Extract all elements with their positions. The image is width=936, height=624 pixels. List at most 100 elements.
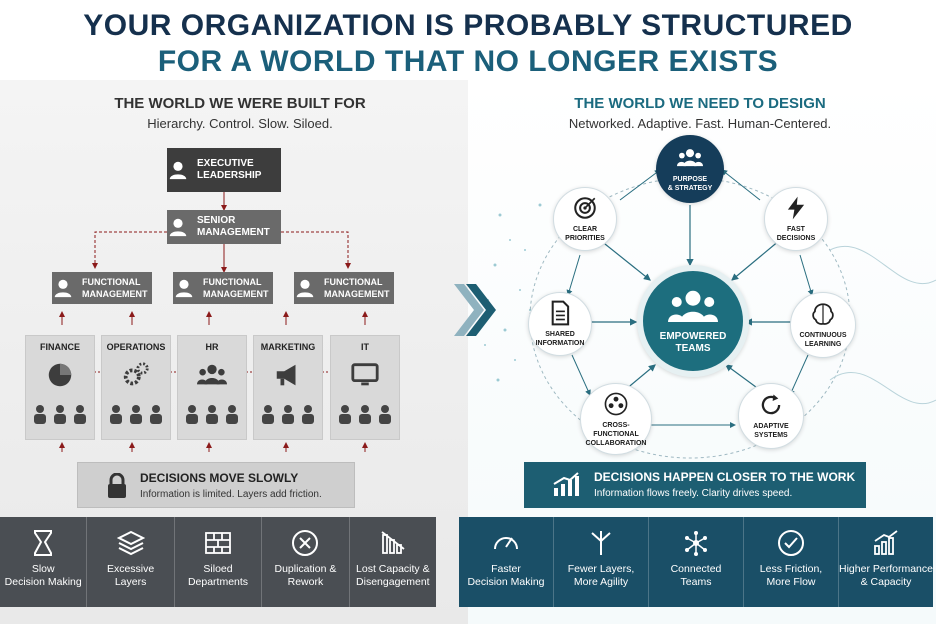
problem-item: Lost Capacity & Disengagement: [350, 517, 436, 607]
benefit-item: Less Friction, More Flow: [744, 517, 839, 607]
problem-item: Slow Decision Making: [0, 517, 88, 607]
speedometer-icon: [494, 537, 518, 550]
node-label: CROSS-FUNCTIONAL COLLABORATION: [585, 421, 647, 447]
person-icon: [175, 279, 193, 298]
senior-management-box: SENIOR MANAGEMENT: [167, 210, 281, 244]
problem-label: Lost Capacity & Disengagement: [356, 563, 430, 588]
right-heading: THE WORLD WE NEED TO DESIGN: [574, 95, 826, 112]
right-panel-header: THE WORLD WE NEED TO DESIGN Networked. A…: [480, 95, 920, 131]
team-icon: [254, 404, 322, 429]
growth-chart-icon: [874, 530, 898, 555]
left-subheading: Hierarchy. Control. Slow. Siloed.: [147, 116, 333, 131]
team-icon: [668, 290, 718, 322]
target-icon: [574, 197, 596, 219]
node-label: ADAPTIVE SYSTEMS: [753, 423, 789, 439]
functional-label: FUNCTIONAL MANAGEMENT: [324, 277, 390, 299]
benefits-strip: Faster Decision Making Fewer Layers, Mor…: [459, 517, 933, 607]
dept-label: OPERATIONS: [106, 342, 166, 352]
team-icon: [26, 404, 94, 429]
dept-label: MARKETING: [260, 342, 316, 352]
problem-item: Siloed Departments: [175, 517, 263, 607]
node-label: SHARED INFORMATION: [535, 331, 585, 347]
person-icon: [169, 161, 187, 180]
dept-label: HR: [205, 342, 219, 352]
left-panel-header: THE WORLD WE WERE BUILT FOR Hierarchy. C…: [20, 95, 460, 131]
network-icon: [685, 531, 707, 556]
executive-leadership-box: EXECUTIVE LEADERSHIP: [167, 148, 281, 192]
title-line-2: FOR A WORLD THAT NO LONGER EXISTS: [157, 45, 779, 78]
node-fast-decisions: FAST DECISIONS: [764, 187, 828, 251]
executive-label: EXECUTIVE LEADERSHIP: [197, 158, 262, 181]
pie-chart-icon: [48, 363, 72, 387]
dept-hr: HR: [177, 335, 247, 440]
page-title: YOUR ORGANIZATION IS PROBABLY STRUCTURED…: [0, 8, 936, 80]
dept-it: IT: [330, 335, 400, 440]
functional-label: FUNCTIONAL MANAGEMENT: [203, 277, 269, 299]
person-icon: [54, 279, 72, 298]
lock-icon: [108, 473, 126, 498]
lightning-icon: [787, 196, 805, 220]
person-icon: [169, 218, 187, 237]
node-label: CONTINUOUS LEARNING: [799, 332, 847, 348]
monitor-icon: [351, 363, 379, 386]
check-circle-icon: [778, 530, 804, 556]
node-adaptive-systems: ADAPTIVE SYSTEMS: [738, 383, 804, 449]
arrows-split-icon: [591, 531, 611, 555]
brick-wall-icon: [205, 532, 231, 554]
layers-icon: [116, 530, 145, 556]
node-clear-priorities: CLEAR PRIORITIES: [553, 187, 617, 251]
benefit-label: Fewer Layers, More Agility: [567, 563, 635, 588]
node-cross-functional-collaboration: CROSS-FUNCTIONAL COLLABORATION: [580, 383, 652, 455]
functional-management-box: FUNCTIONAL MANAGEMENT: [52, 272, 152, 304]
right-subheading: Networked. Adaptive. Fast. Human-Centere…: [568, 116, 832, 131]
problem-label: Duplication & Rework: [274, 563, 337, 588]
benefit-label: Less Friction, More Flow: [759, 563, 823, 588]
decisions-fast-callout: DECISIONS HAPPEN CLOSER TO THE WORK Info…: [524, 462, 866, 508]
node-label: CLEAR PRIORITIES: [565, 226, 605, 242]
problem-item: Excessive Layers: [87, 517, 175, 607]
callout-title: DECISIONS MOVE SLOWLY: [140, 471, 299, 485]
dept-label: FINANCE: [40, 342, 80, 352]
problems-strip: Slow Decision Making Excessive Layers Si…: [0, 517, 436, 607]
functional-label: FUNCTIONAL MANAGEMENT: [82, 277, 148, 299]
left-heading: THE WORLD WE WERE BUILT FOR: [114, 95, 366, 112]
problem-label: Slow Decision Making: [4, 563, 82, 588]
group-icon: [197, 364, 227, 385]
benefit-item: Connected Teams: [649, 517, 744, 607]
person-icon: [296, 279, 314, 298]
benefit-label: Higher Performance & Capacity: [839, 563, 933, 588]
collaboration-icon: [604, 392, 628, 415]
gears-icon: [123, 362, 149, 386]
benefit-item: Higher Performance & Capacity: [839, 517, 933, 607]
close-circle-icon: [292, 530, 319, 556]
decisions-slow-callout: DECISIONS MOVE SLOWLY Information is lim…: [77, 462, 355, 508]
dept-finance: FINANCE: [25, 335, 95, 440]
node-shared-information: SHARED INFORMATION: [528, 292, 592, 356]
callout-title: DECISIONS HAPPEN CLOSER TO THE WORK: [594, 470, 856, 484]
senior-label: SENIOR MANAGEMENT: [197, 215, 270, 238]
benefit-label: Connected Teams: [670, 563, 722, 588]
problem-label: Excessive Layers: [106, 563, 155, 588]
node-continuous-learning: CONTINUOUS LEARNING: [790, 292, 856, 358]
node-label: FAST DECISIONS: [776, 226, 816, 242]
hourglass-icon: [34, 530, 53, 556]
declining-chart-icon: [381, 531, 405, 554]
document-icon: [551, 300, 570, 326]
team-icon: [102, 404, 170, 429]
refresh-icon: [761, 394, 781, 415]
team-icon: [178, 404, 246, 429]
title-line-1: YOUR ORGANIZATION IS PROBABLY STRUCTURED: [83, 9, 853, 42]
brain-icon: [812, 303, 834, 325]
problem-item: Duplication & Rework: [262, 517, 350, 607]
dept-label: IT: [361, 342, 369, 352]
dept-operations: OPERATIONS: [101, 335, 171, 440]
node-purpose-strategy: PURPOSE & STRATEGY: [656, 135, 724, 203]
chevron-right-icon: [454, 284, 496, 336]
group-icon: [677, 149, 703, 167]
functional-management-box: FUNCTIONAL MANAGEMENT: [173, 272, 273, 304]
callout-text: Information is limited. Layers add frict…: [140, 489, 322, 500]
dept-marketing: MARKETING: [253, 335, 323, 440]
functional-management-box: FUNCTIONAL MANAGEMENT: [294, 272, 394, 304]
benefit-item: Fewer Layers, More Agility: [554, 517, 649, 607]
node-empowered-teams: EMPOWERED TEAMS: [637, 265, 749, 377]
